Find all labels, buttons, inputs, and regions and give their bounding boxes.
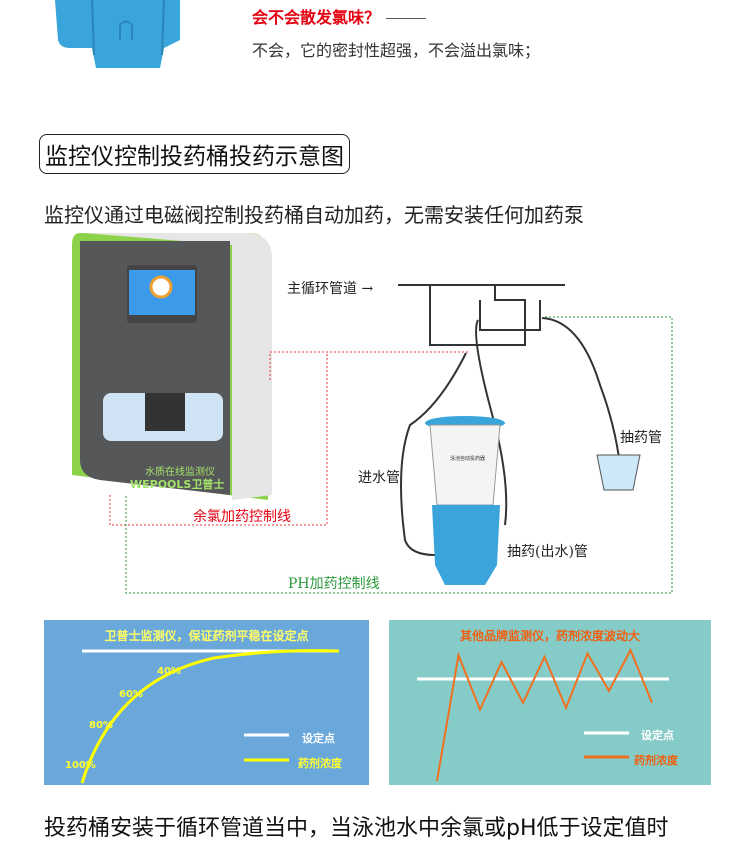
monitor-device (72, 233, 272, 500)
chlorine-control-line (109, 351, 468, 526)
dosing-diagram: 水质在线监测仪 WEPOOLS卫普士 泳池自动投药器 (72, 233, 673, 594)
suction-pipe-label: 抽药管 (620, 430, 662, 446)
dosing-bucket-image (55, 0, 180, 68)
fluctuating-chart: 其他品牌监测仪，药剂浓度波动大 设定点 药剂浓度 (389, 620, 711, 785)
pct-label: 80% (89, 720, 113, 731)
outlet-pipe-label: 抽药(出水)管 (507, 544, 588, 560)
device-brand: WEPOOLS卫普士 (130, 477, 224, 491)
dash-divider (386, 18, 427, 19)
device-name: 水质在线监测仪 (145, 465, 215, 478)
ph-control-line (125, 316, 673, 594)
inlet-pipe-label: 进水管 (358, 470, 400, 486)
main-pipe-label: 主循环管道 → (287, 281, 374, 297)
pct-label: 100% (65, 760, 96, 771)
bottom-text: 投药桶安装于循环管道当中，当泳池水中余氯或pH低于设定值时 (44, 816, 669, 841)
legend-concentration: 药剂浓度 (634, 754, 678, 767)
chart-title: 其他品牌监测仪，药剂浓度波动大 (459, 629, 640, 643)
bucket-label: 泳池自动投药器 (450, 455, 485, 462)
legend-setpoint: 设定点 (641, 729, 674, 742)
faq-answer: 不会，它的密封性超强，不会溢出氯味； (252, 41, 541, 60)
stable-chart: 卫普士监测仪，保证药剂平稳在设定点 100% 80% 60% 40% 设定点 药… (44, 620, 369, 785)
dosing-bucket (425, 416, 505, 585)
question-text: 会不会散发氯味？ (252, 8, 381, 27)
pct-label: 60% (119, 689, 143, 700)
faq-question: 会不会散发氯味？ (252, 4, 427, 28)
section-subtitle: 监控仪通过电磁阀控制投药桶自动加药，无需安装任何加药泵 (44, 203, 584, 227)
section-title: 监控仪控制投药桶投药示意图 (39, 134, 350, 174)
ph-line-label: PH加药控制线 (288, 576, 380, 592)
legend-concentration: 药剂浓度 (298, 757, 342, 770)
pct-label: 40% (157, 666, 181, 677)
legend-setpoint: 设定点 (302, 732, 335, 745)
chart-title: 卫普士监测仪，保证药剂平稳在设定点 (104, 629, 309, 643)
concentration-curve (80, 649, 340, 784)
chlorine-line-label: 余氯加药控制线 (193, 509, 291, 525)
concentration-line (436, 647, 653, 782)
